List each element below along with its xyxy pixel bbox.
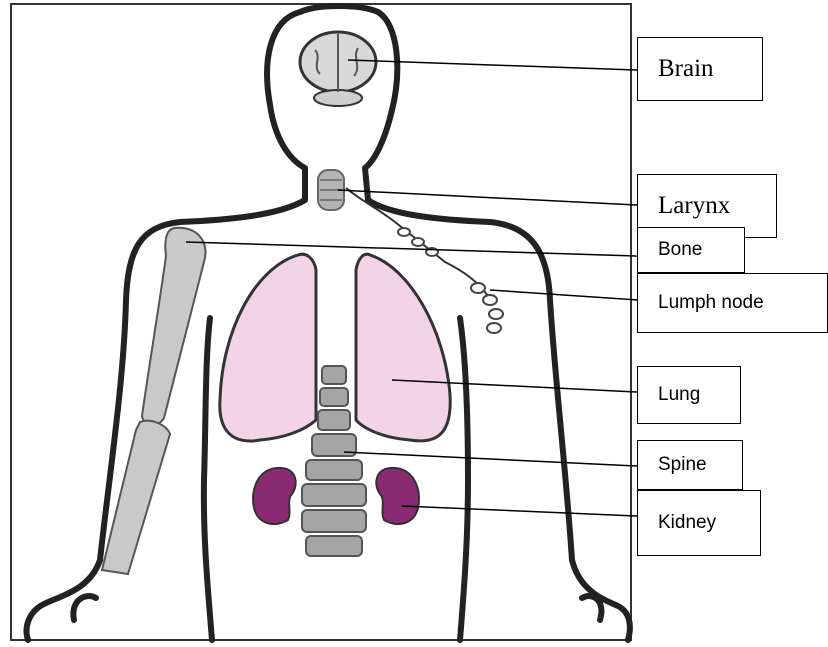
label-spine: Spine (637, 440, 743, 490)
label-brain: Brain (637, 37, 763, 101)
label-kidney: Kidney (637, 490, 761, 556)
label-bone: Bone (637, 227, 745, 273)
label-lung: Lung (637, 366, 741, 424)
label-lymph-node: Lumph node (637, 273, 828, 333)
